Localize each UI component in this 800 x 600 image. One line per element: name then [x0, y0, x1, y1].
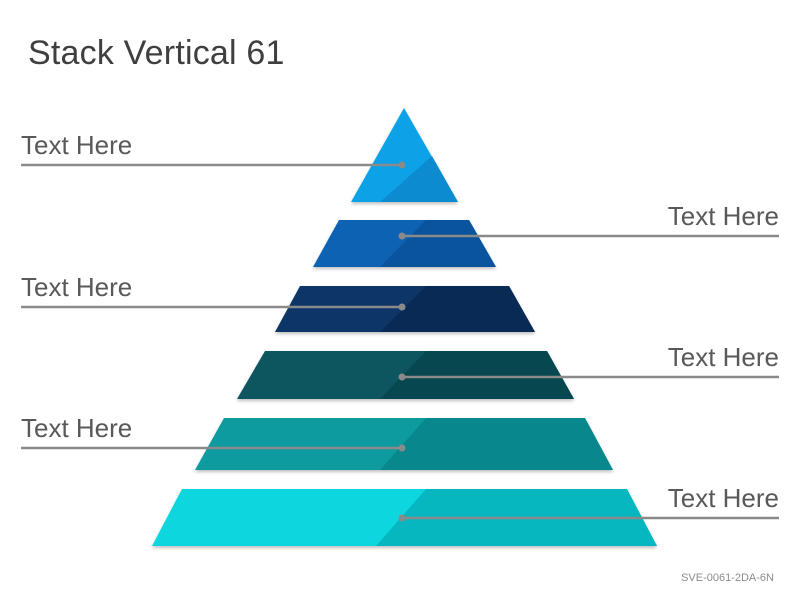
leader-line-4 — [398, 373, 779, 381]
level-5-label: Text Here — [21, 413, 133, 443]
leader-line-3 — [21, 303, 406, 311]
page-title: Stack Vertical 61 — [28, 34, 285, 72]
leader-line-5 — [21, 444, 406, 452]
pyramid-level-1 — [351, 108, 458, 202]
pyramid-level-3 — [275, 286, 535, 332]
leader-line-2 — [398, 232, 779, 240]
level-2-label: Text Here — [667, 201, 779, 231]
footer-code: SVE-0061-2DA-6N — [681, 572, 774, 584]
level-6-label: Text Here — [667, 483, 779, 513]
pyramid-level-2 — [313, 220, 496, 267]
level-4-label: Text Here — [667, 342, 779, 372]
pyramid-level-4 — [237, 351, 574, 399]
level-3-label: Text Here — [21, 272, 133, 302]
level-1-label: Text Here — [21, 130, 133, 160]
leader-line-6 — [398, 514, 779, 522]
leader-line-1 — [21, 161, 406, 169]
pyramid-level-5 — [195, 418, 613, 470]
